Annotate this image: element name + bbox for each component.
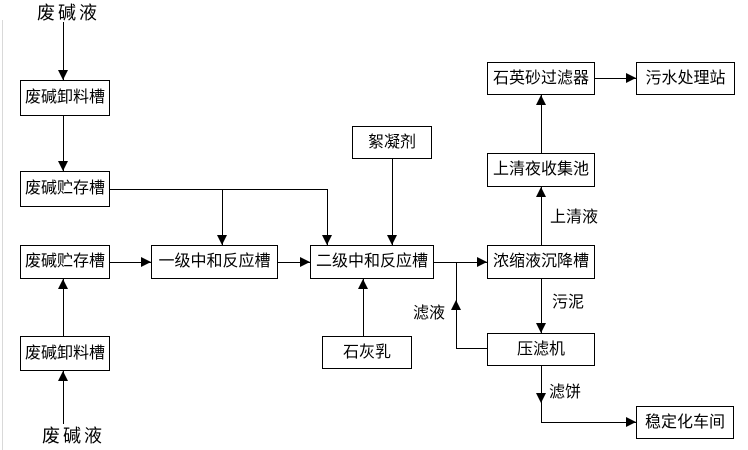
waste-alkali-input-top-label: 废碱液 — [37, 3, 100, 23]
edge-storage-top-horizontal — [110, 189, 328, 190]
edge-filter-press-to-filtrate — [456, 348, 487, 349]
edge-neutral1-to-neutral2 — [278, 262, 310, 263]
arrow-into-neutral2-top-left — [322, 235, 332, 245]
edge-waste-bottom-to-unload-tank — [63, 371, 64, 424]
node-sewage-treatment-station: 污水处理站 — [636, 62, 735, 95]
node-neutralization-tank-2: 二级中和反应槽 — [310, 245, 434, 279]
arrow-into-quartz-filter — [536, 95, 546, 105]
node-neutralization-tank-1: 一级中和反应槽 — [151, 245, 278, 279]
edge-collection-pool-to-quartz-filter — [541, 95, 542, 153]
edge-neutral2-to-settling — [434, 262, 487, 263]
node-quartz-sand-filter: 石英砂过滤器 — [487, 62, 595, 95]
filtrate-flow-label: 滤液 — [413, 305, 446, 322]
arrow-into-unload-bottom — [58, 371, 68, 381]
waste-alkali-input-bottom-label: 废碱液 — [42, 426, 105, 446]
edge-storage-top-to-neutral2-drop — [327, 189, 328, 245]
node-lime-milk: 石灰乳 — [322, 336, 412, 369]
filter-cake-flow-label: 滤饼 — [549, 384, 582, 401]
arrow-into-storage-bottom — [58, 279, 68, 289]
arrow-into-neutral2-left — [300, 257, 310, 267]
node-waste-unload-tank-top: 废碱卸料槽 — [20, 80, 110, 116]
edge-quartz-filter-to-sewage-station — [595, 78, 636, 79]
arrow-into-neutral1-top — [217, 235, 227, 245]
arrow-into-filter-press — [536, 323, 546, 333]
node-supernatant-collection-pool: 上清夜收集池 — [487, 153, 595, 187]
arrow-into-stabilization — [626, 417, 636, 427]
node-waste-storage-tank-bottom: 废碱贮存槽 — [20, 245, 110, 279]
arrow-cake-down — [536, 393, 546, 403]
node-waste-unload-tank-bottom: 废碱卸料槽 — [20, 336, 110, 371]
supernatant-flow-label: 上清液 — [550, 209, 599, 226]
edge-flocculant-to-neutral2 — [392, 159, 393, 245]
node-flocculant: 絮凝剂 — [352, 126, 432, 159]
arrow-flocculant-into-neutral2 — [387, 235, 397, 245]
edge-settling-to-filter-press — [541, 279, 542, 333]
node-filter-press: 压滤机 — [487, 333, 595, 366]
edge-storage-top-to-neutral1-drop — [222, 189, 223, 245]
arrow-lime-into-neutral2 — [358, 279, 368, 289]
arrow-into-unload-tank-top — [58, 70, 68, 80]
node-concentrate-settling-tank: 浓缩液沉降槽 — [487, 245, 595, 279]
node-waste-storage-tank-top: 废碱贮存槽 — [20, 171, 110, 207]
edge-waste-top-to-unload-tank — [63, 22, 64, 80]
edge-storage-bottom-to-neutral1 — [110, 262, 151, 263]
edge-unload-bottom-to-storage-bottom — [63, 279, 64, 336]
sludge-flow-label: 污泥 — [552, 294, 585, 311]
arrow-into-neutral1-left — [141, 257, 151, 267]
arrow-into-collection-pool — [536, 187, 546, 197]
arrow-into-settling-left — [477, 257, 487, 267]
edge-lime-milk-to-neutral2 — [363, 279, 364, 336]
arrow-into-storage-tank-top — [58, 161, 68, 171]
node-stabilization-workshop: 稳定化车间 — [636, 406, 734, 439]
edge-cake-to-stabilization — [541, 422, 636, 423]
left-edge-artifact-line — [2, 20, 3, 450]
arrow-filtrate-up — [451, 300, 461, 310]
edge-settling-to-collection-pool — [541, 187, 542, 245]
edge-unload-to-storage-top — [63, 116, 64, 171]
arrow-into-sewage-station — [626, 73, 636, 83]
